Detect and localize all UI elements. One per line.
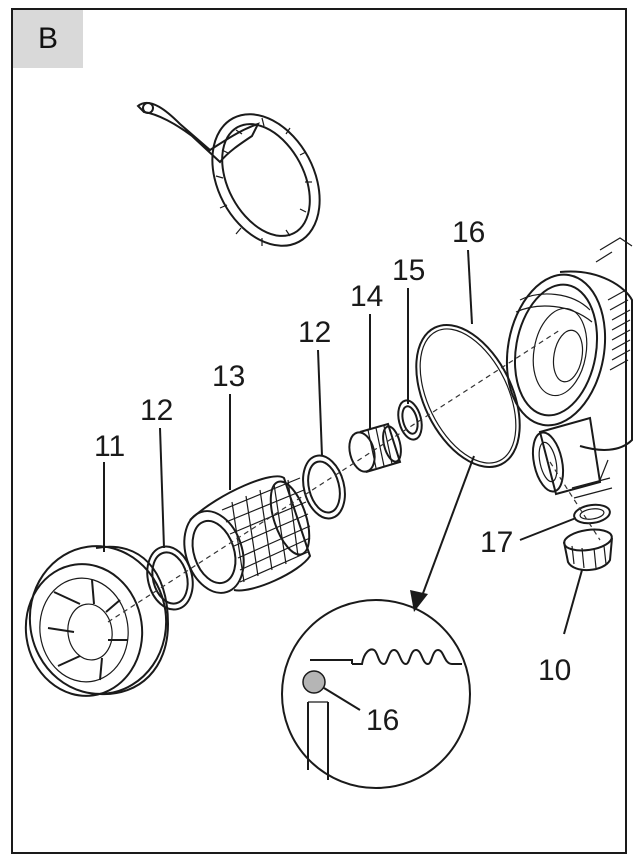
callout-12-middle: 12 <box>298 316 331 349</box>
filter-cap <box>24 545 170 697</box>
nozzle-insert <box>348 422 402 473</box>
o-ring-15 <box>397 399 423 441</box>
callout-11: 11 <box>94 430 125 463</box>
callout-12-left: 12 <box>140 394 173 427</box>
detail-pointer <box>410 455 475 612</box>
washer-17 <box>573 503 611 525</box>
callout-17: 17 <box>480 526 513 559</box>
valve-body <box>505 237 633 499</box>
callout-15: 15 <box>392 254 425 287</box>
outlet-axis <box>549 461 601 541</box>
leader-lines <box>103 249 583 635</box>
union-nut-10 <box>563 528 613 571</box>
callout-10: 10 <box>538 654 571 687</box>
seal-cross-section <box>302 670 326 694</box>
o-ring-12-left <box>146 545 194 611</box>
callout-16: 16 <box>452 216 485 249</box>
callout-13: 13 <box>212 360 245 393</box>
panel-letter: B <box>13 10 83 68</box>
callout-14: 14 <box>350 280 383 313</box>
callout-16-detail: 16 <box>366 704 399 737</box>
o-ring-12-middle <box>302 454 346 520</box>
assembly-axis <box>107 329 561 623</box>
spanner-wrench <box>136 101 321 247</box>
filter-screen <box>183 475 312 594</box>
detail-view <box>281 599 471 789</box>
diagram-frame <box>11 8 627 854</box>
